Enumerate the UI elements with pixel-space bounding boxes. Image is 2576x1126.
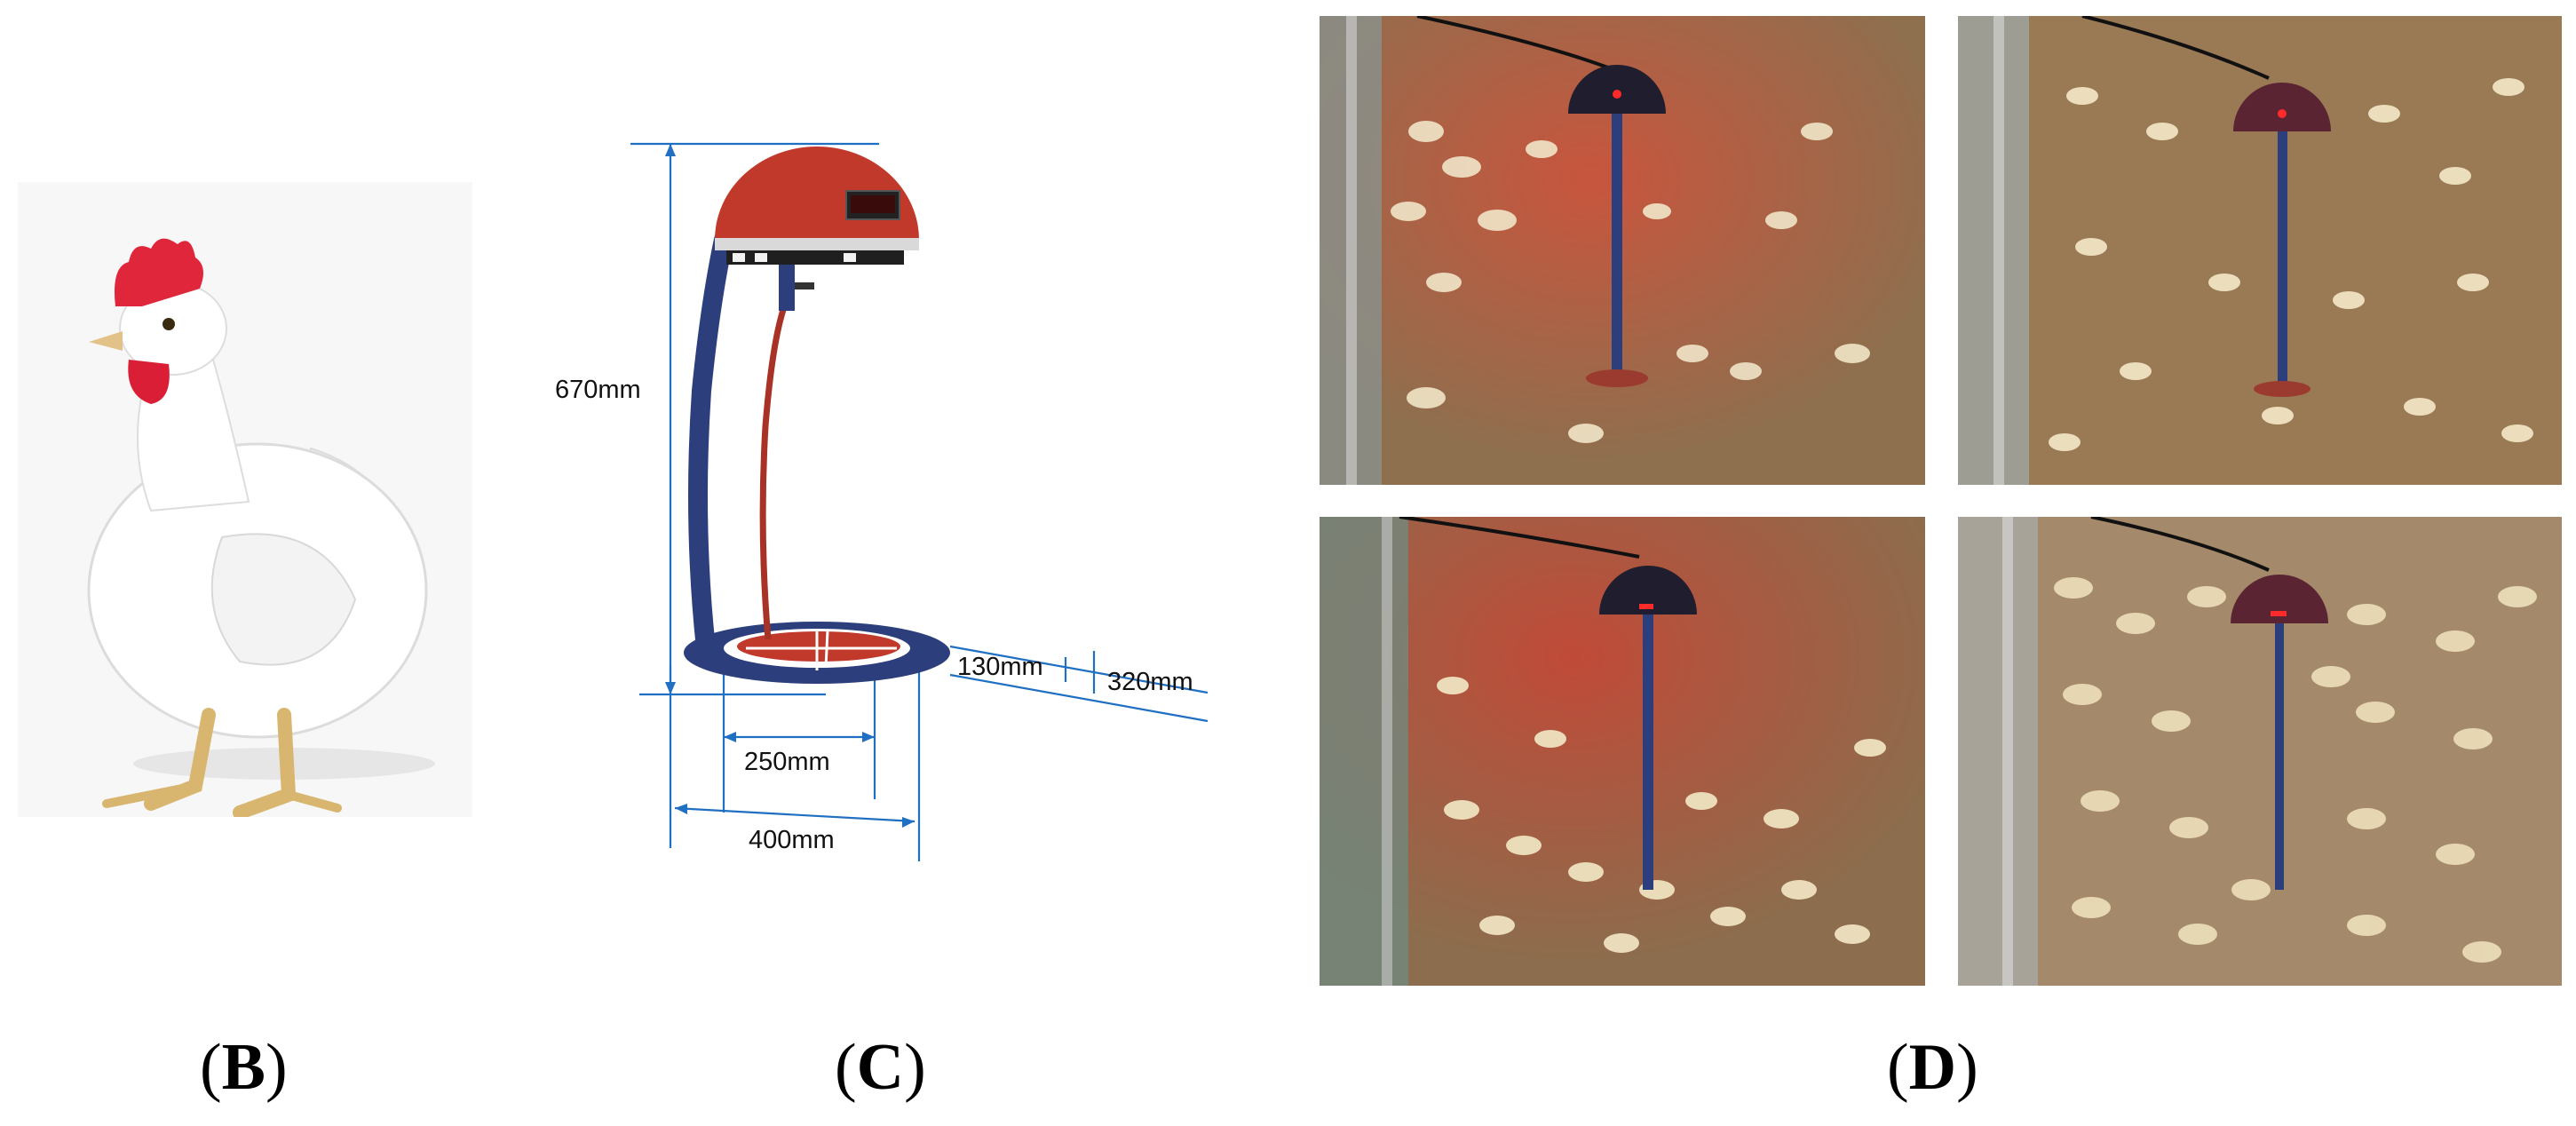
panel-c-label: C <box>856 1031 905 1104</box>
panel-d-caption: (D) <box>1887 1031 1978 1104</box>
dim-base-thickness: 130mm <box>957 653 1043 681</box>
dim-base-offset: 320mm <box>1107 668 1193 696</box>
photo-bottom-left <box>1320 517 1925 986</box>
chicken-illustration <box>18 182 472 820</box>
panel-b-label: B <box>221 1031 266 1104</box>
panel-b <box>18 182 472 820</box>
device-drawing <box>630 142 1209 861</box>
panel-b-caption: (B) <box>200 1031 288 1104</box>
panel-c: 670mm 130mm 320mm 250mm 400mm <box>533 124 1225 888</box>
photo-bottom-right <box>1958 517 2562 986</box>
dim-inner-diameter: 250mm <box>744 748 830 776</box>
photo-top-right <box>1958 16 2562 485</box>
panel-c-caption: (C) <box>835 1031 926 1104</box>
dim-height-total: 670mm <box>555 376 641 404</box>
photo-top-left <box>1320 16 1925 485</box>
dim-outer-diameter: 400mm <box>749 826 835 854</box>
panel-d-label: D <box>1908 1031 1957 1104</box>
